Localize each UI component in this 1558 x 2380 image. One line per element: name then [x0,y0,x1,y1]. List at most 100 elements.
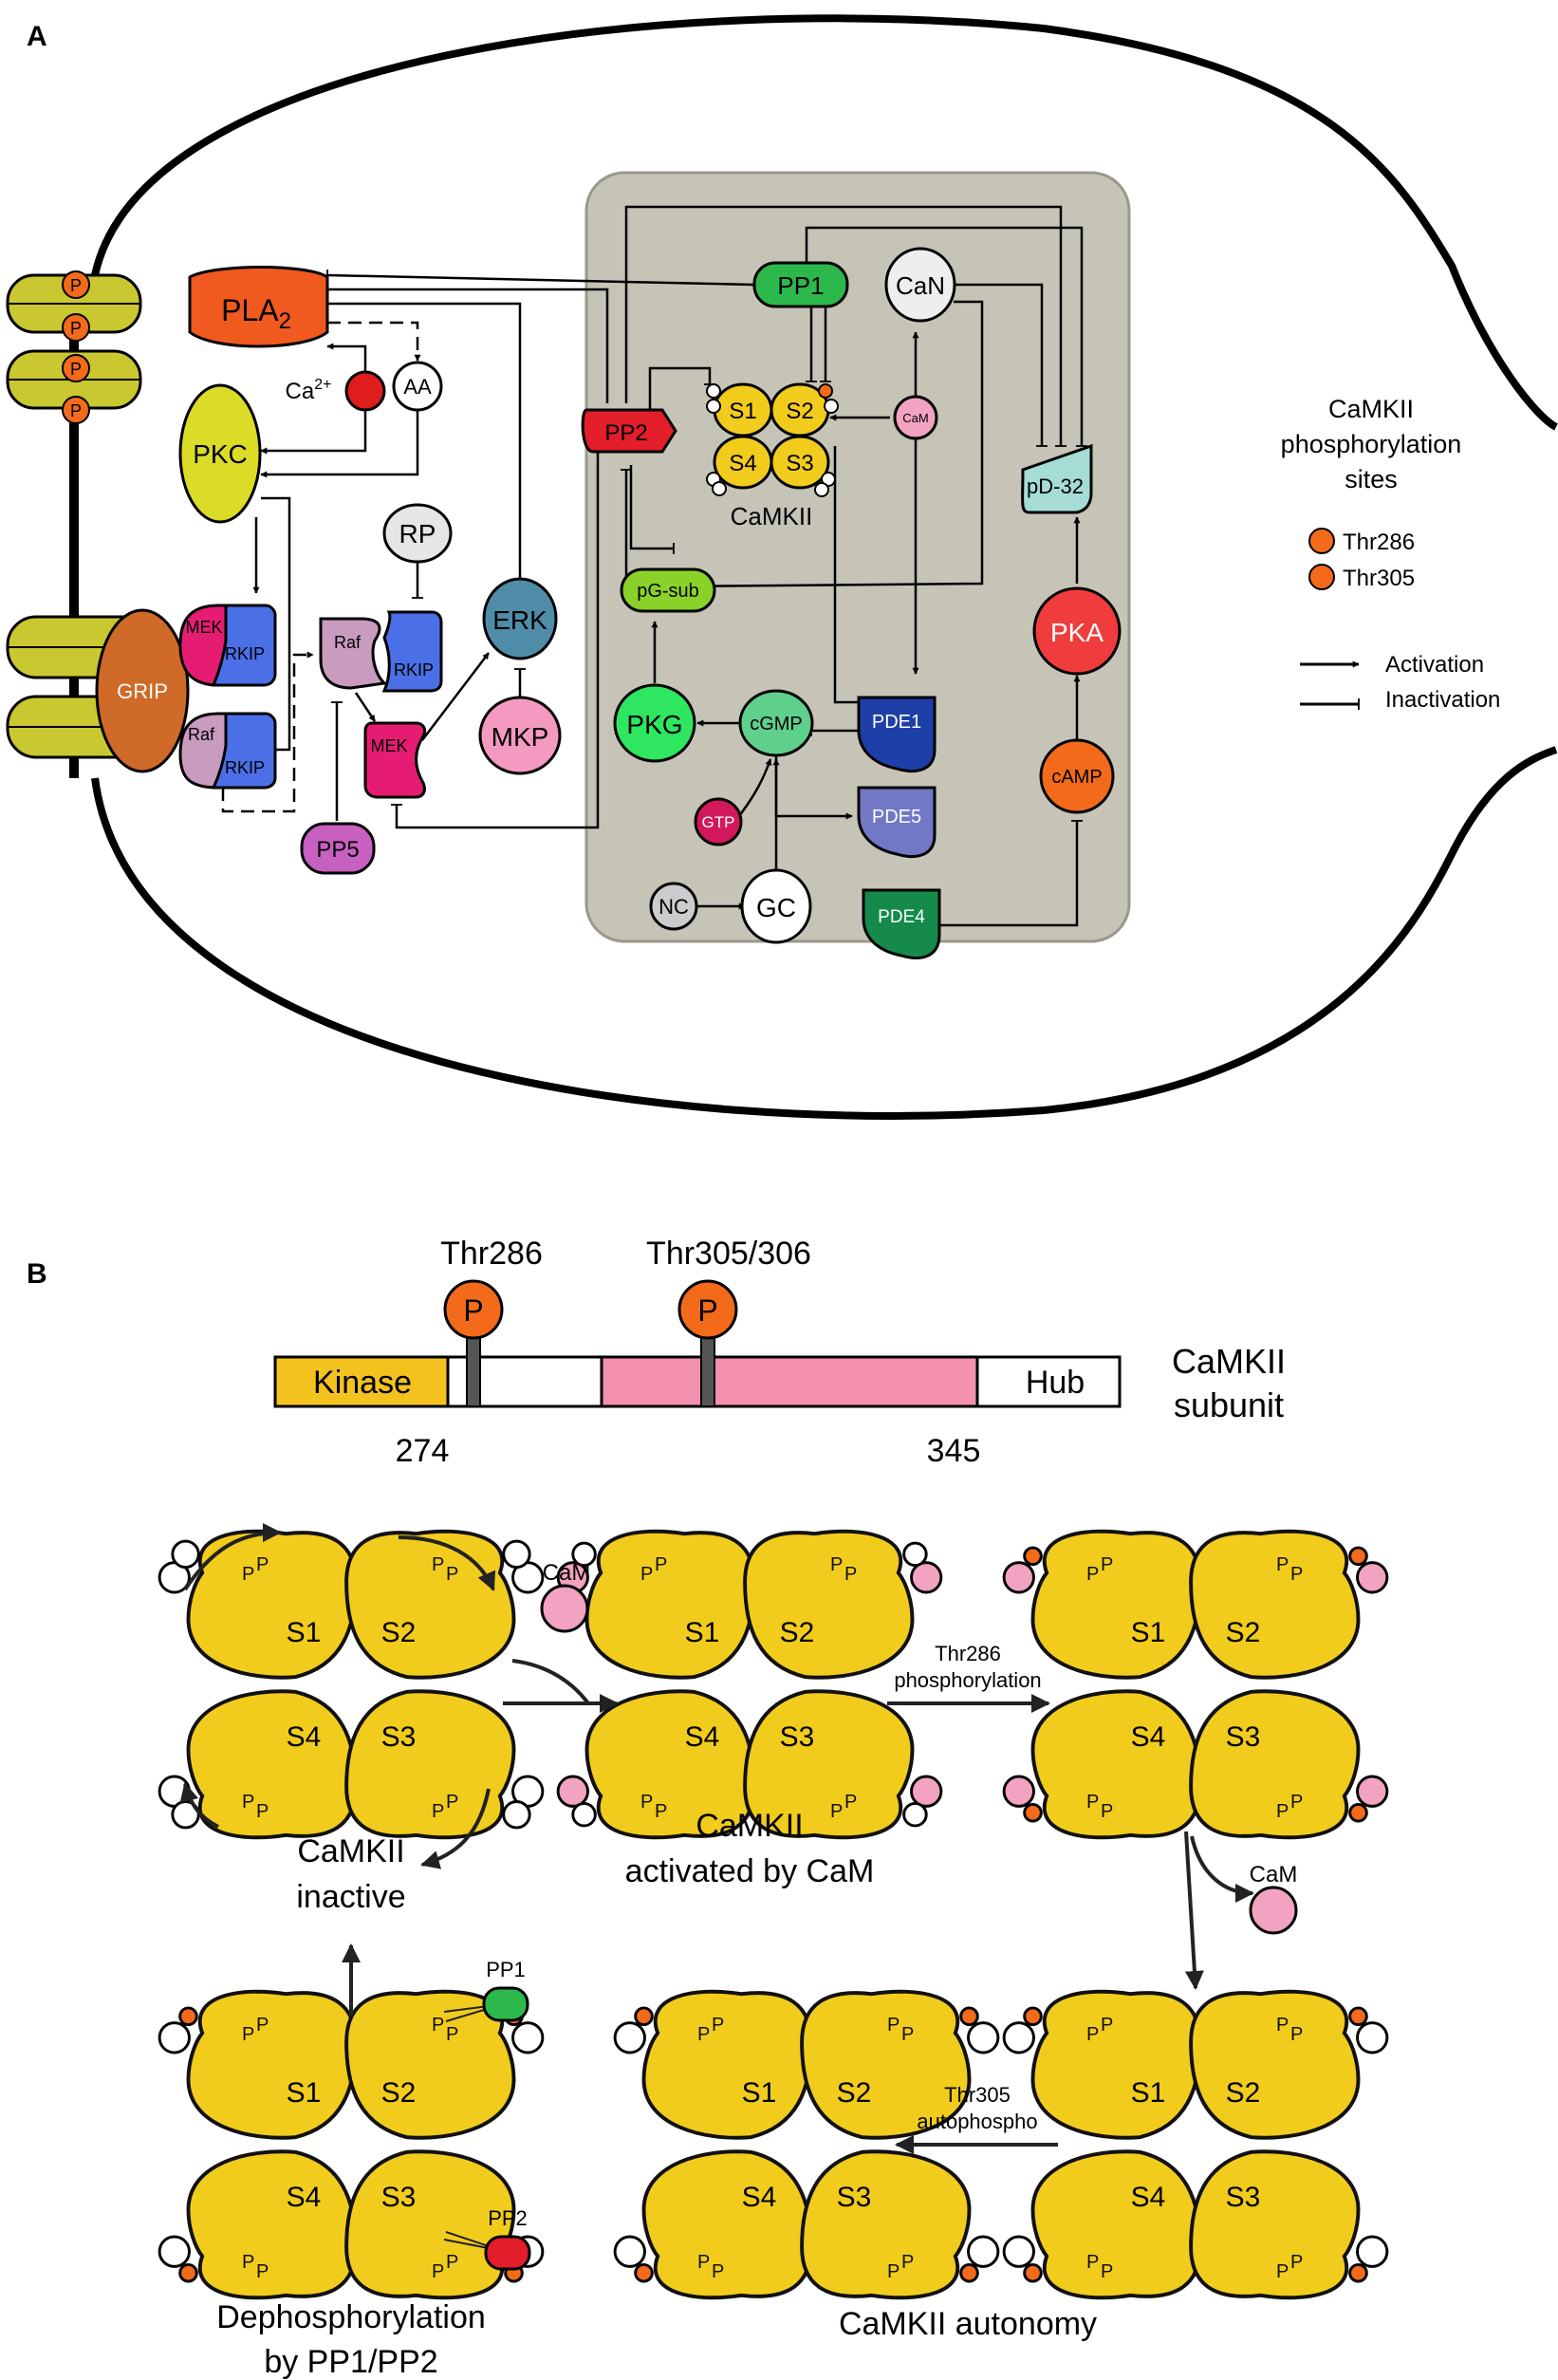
p-mark: P [887,2261,900,2282]
pd32-label: pD-32 [1027,474,1084,498]
thr286-phos-caption-line: Thr286 [935,1642,1001,1665]
p-mark: P [712,2261,724,2282]
pkc-label: PKC [193,439,248,469]
pde4-label: PDE4 [878,907,925,927]
p-mark: P [697,2024,710,2045]
pde4-node [862,888,941,960]
s2-label-a: S2 [786,399,813,424]
legend-title-line: sites [1345,465,1398,493]
thr305-306-site-label: Thr305/306 [646,1236,811,1272]
s1-label: S1 [287,2077,322,2109]
s2-label: S2 [1226,2077,1261,2109]
legend-thr286-label: Thr286 [1343,530,1415,555]
s4-label: S4 [742,2182,777,2213]
p-mark: P [242,1792,254,1813]
s4-label-a: S4 [729,451,756,476]
pp1-label: PP1 [777,271,824,300]
cam-circle-released [1249,1886,1298,1935]
cam-node [893,395,938,440]
p-mark: P [256,1554,269,1575]
raf-label-lower: Raf [188,725,215,744]
s3-label: S3 [1226,2182,1261,2213]
receptor-p-label: P [70,360,82,379]
thr286-phos-caption-line: phosphorylation [894,1668,1041,1692]
p-mark: P [1290,2024,1303,2045]
p-mark: P [432,1801,444,1822]
legend-title-line: phosphorylation [1281,430,1462,458]
camkii-complex-cam-released [1002,1989,1389,2300]
p-mark: P [830,1801,843,1822]
p-mark: P [432,1554,444,1575]
pathway-connections [221,205,1087,927]
pin-p-label: P [697,1293,717,1328]
receptor-phospho-sites: P P P P [62,270,90,424]
pp5-label: PP5 [316,837,359,863]
rkip-label-upper: RKIP [225,644,265,663]
pde5-node [857,786,937,859]
dephos-caption-line: by PP1/PP2 [264,2344,437,2380]
p-mark: P [697,2252,710,2273]
subunit-label-line: subunit [1174,1385,1284,1424]
p-mark: P [1276,1554,1289,1575]
p-mark: P [640,1564,653,1585]
p-mark: P [1276,2015,1289,2036]
pkg-label: PKG [626,710,682,739]
panel-label-a: A [27,21,47,52]
aa-label: AA [403,375,432,399]
raf-node-middle [319,617,388,690]
pde5-label: PDE5 [872,807,921,827]
subunit-domain-bar [273,1337,1122,1408]
p-mark: P [432,2261,444,2282]
erk-node [482,577,558,660]
p-mark: P [1101,1801,1113,1822]
dephos-caption-line: Dephosphorylation [216,2299,486,2335]
pathway-box [584,171,1131,943]
s4-label: S4 [1131,2182,1166,2213]
p-mark: P [1290,1792,1303,1813]
pp1-node [752,261,849,308]
legend-thr305-swatch [1308,564,1335,590]
p-mark: P [242,2024,254,2045]
s4-label: S4 [287,1721,322,1753]
p-mark: P [1086,1564,1099,1585]
s2-label: S2 [381,1617,417,1648]
pp2-node [581,408,677,454]
receptor-p-label: P [70,276,82,295]
thr286-site-label: Thr286 [440,1236,543,1272]
rkip-label-middle: RKIP [394,660,434,679]
cgmp-node [738,689,814,757]
p-mark: P [446,2252,458,2273]
can-node [884,247,956,323]
legend-title-line: CaMKII [1328,395,1414,423]
mkp-node [478,696,562,775]
p-mark: P [1290,2252,1303,2273]
gtp-node [694,797,743,846]
s3-label: S3 [837,2182,872,2213]
s1-label: S1 [685,1617,720,1648]
p-mark: P [432,2015,444,2036]
mkp-label: MKP [492,722,549,752]
erk-label: ERK [492,605,547,635]
camkii-cluster-a [706,382,839,497]
p-site-labels: P P P P P P P P P P P P P P P P P P P P … [242,1554,1303,2282]
neuron-membrane [91,14,1558,431]
p-mark: P [901,2252,914,2273]
inactive-caption-line: CaMKII [297,1833,404,1869]
cam-label-free: CaM [543,1560,591,1586]
pde1-label: PDE1 [872,712,921,733]
inactive-caption-line: inactive [296,1879,405,1915]
cam-label-released: CaM [1250,1862,1298,1887]
p-mark: P [446,1564,458,1585]
activated-caption-line: CaMKII [696,1808,803,1844]
p-mark: P [1276,2261,1289,2282]
can-label: CaN [896,271,945,300]
autonomy-caption: CaMKII autonomy [839,2306,1097,2342]
raf-label-middle: Raf [334,633,362,652]
mek-node-middle [363,721,427,799]
rkip-label-lower: RKIP [225,758,265,777]
p-mark: P [446,2024,458,2045]
s2-label: S2 [1226,1617,1261,1648]
receptor-p-label: P [70,401,82,420]
gc-label: GC [756,893,796,922]
camp-label: cAMP [1051,767,1102,788]
